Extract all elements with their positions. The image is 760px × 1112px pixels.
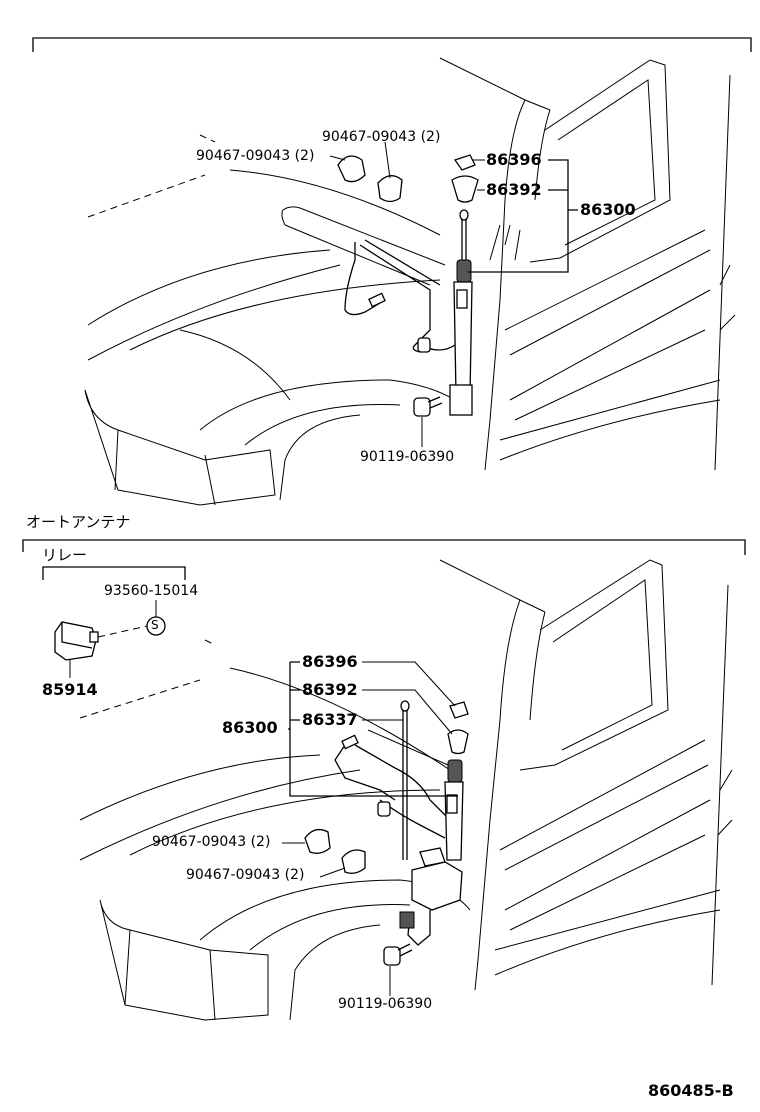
bottom-label-86300: 86300 [222,718,278,737]
top-part-86392-bezel [451,175,479,203]
top-bolt [413,396,443,417]
top-antenna-cable [344,242,386,316]
top-cable-connector [368,292,386,308]
relay-group-bracket [42,566,186,580]
bottom-label-86337: 86337 [302,710,358,729]
bottom-frame-bracket [22,539,746,555]
bottom-part-86396-nut [449,701,469,719]
bottom-label-86392: 86392 [302,680,358,699]
top-label-86300: 86300 [580,200,636,219]
top-section [32,37,752,506]
bottom-cable-connector [341,734,359,750]
top-leader-clamp-b [384,141,391,179]
top-label-bolt: 90119-06390 [360,449,455,465]
bottom-bolt [383,943,413,966]
top-vehicle-body [84,57,736,506]
bottom-leader-86337b [367,729,449,766]
bottom-vehicle-body [79,559,733,1021]
top-label-86392: 86392 [486,180,542,199]
bottom-label-bolt: 90119-06390 [338,996,433,1012]
top-clamp-b [377,175,403,203]
relay-label-85914: 85914 [42,680,98,699]
top-label-clamp-a: 90467-09043 (2) [196,148,315,164]
bottom-clamp-a [304,828,331,854]
bottom-part-86392-bezel [447,729,469,755]
bottom-clamp-b [341,849,366,874]
relay-dash-line [97,625,148,638]
bottom-antenna-motor [399,847,463,946]
bottom-leader-clamp-b [319,867,346,878]
relay-label-93560: 93560-15014 [104,583,199,599]
bottom-label-86396: 86396 [302,652,358,671]
top-leader-clamp-a [329,155,346,161]
top-clamp-a [337,155,366,183]
bottom-antenna-mast [400,700,464,861]
relay-unit [54,621,99,661]
bottom-antenna-cable [334,744,396,801]
top-part-86396-nut [453,154,476,171]
top-frame-bracket [32,37,752,52]
auto-antenna-title: オートアンテナ [26,513,131,531]
relay-group-title: リレー [42,546,88,564]
top-bracket-86300 [468,159,578,273]
bottom-label-clamp-b: 90467-09043 (2) [186,867,305,883]
diagram-code: 860485-B [648,1081,734,1100]
top-label-clamp-b: 90467-09043 (2) [322,129,441,145]
top-antenna-mast [449,209,473,416]
top-label-86396: 86396 [486,150,542,169]
bottom-label-clamp-a: 90467-09043 (2) [152,834,271,850]
bottom-leader-86396 [362,661,456,707]
bottom-bracket-86300 [288,661,458,797]
bottom-section [22,539,746,1021]
bottom-leader-86392 [362,689,453,735]
relay-screw-symbol: S [151,618,159,632]
